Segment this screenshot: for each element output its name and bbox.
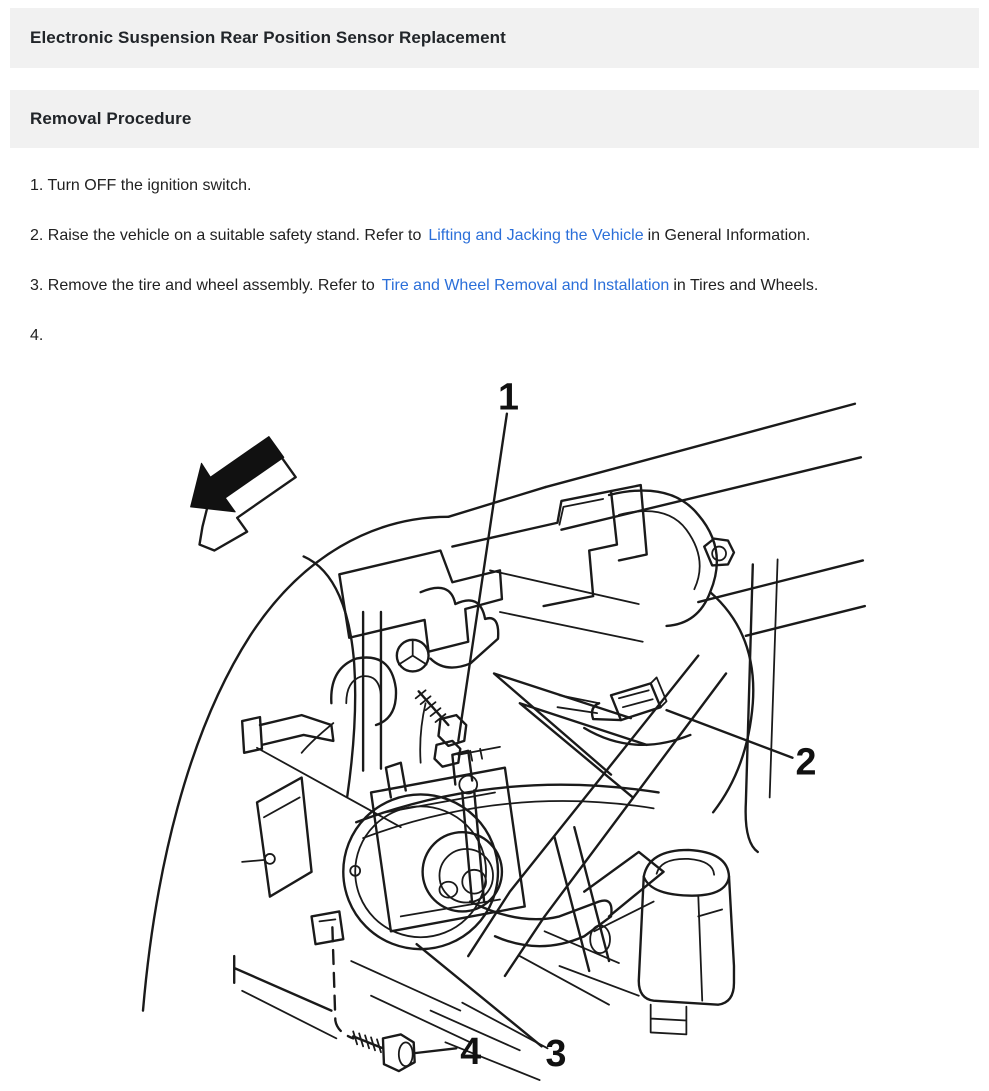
- wheel-arch-lines: [141, 485, 547, 1012]
- step-3: 3. Remove the tire and wheel assembly. R…: [30, 276, 959, 295]
- electrical-connector-drawing: [556, 676, 692, 747]
- callout-4-label: 4: [460, 1030, 481, 1072]
- position-sensor-drawing: [310, 702, 665, 951]
- sill-lines: [233, 930, 640, 1081]
- callout-1-label: 1: [498, 376, 519, 418]
- trailing-arm-lines: [467, 590, 755, 978]
- step-2-link[interactable]: Lifting and Jacking the Vehicle: [428, 227, 644, 244]
- dashed-alignment-line: [331, 926, 355, 1040]
- mounting-bracket-lines: [338, 483, 736, 772]
- callout-leader-lines: [412, 412, 794, 1055]
- callout-2-label: 2: [795, 741, 816, 783]
- hose-loop-lines: [300, 656, 398, 754]
- step-1: 1. Turn OFF the ignition switch.: [30, 176, 959, 195]
- sensor-replacement-illustration: 1 2 3 4: [0, 376, 989, 1083]
- shock-absorber-drawing: [637, 848, 736, 1036]
- section-header-bar: Removal Procedure: [10, 90, 979, 148]
- step-3-text-after: in Tires and Wheels.: [673, 277, 819, 294]
- step-4: 4.: [30, 326, 959, 345]
- procedure-steps: 1. Turn OFF the ignition switch. 2. Rais…: [0, 176, 989, 345]
- step-2-text-after: in General Information.: [647, 227, 811, 244]
- step-1-text: 1. Turn OFF the ignition switch.: [30, 177, 252, 194]
- callout-3-label: 3: [546, 1032, 567, 1074]
- cable-arc-lines: [354, 783, 660, 839]
- technical-line-drawing: 1 2 3 4: [141, 376, 867, 1081]
- section-title: Removal Procedure: [30, 109, 192, 128]
- step-3-text: 3. Remove the tire and wheel assembly. R…: [30, 277, 375, 294]
- wedge-bracket-lines: [492, 672, 648, 799]
- page-title: Electronic Suspension Rear Position Sens…: [30, 28, 506, 47]
- upper-bolt-drawing: [414, 689, 501, 768]
- step-3-link[interactable]: Tire and Wheel Removal and Installation: [381, 277, 670, 294]
- lower-bolt-drawing: [352, 1030, 416, 1073]
- direction-arrow-icon: [190, 435, 297, 552]
- service-document-page: Electronic Suspension Rear Position Sens…: [0, 8, 989, 1083]
- frame-rail-lines: [544, 402, 867, 637]
- document-title-bar: Electronic Suspension Rear Position Sens…: [10, 8, 979, 68]
- step-2: 2. Raise the vehicle on a suitable safet…: [30, 226, 959, 245]
- clip-arm-lines: [240, 713, 402, 829]
- step-2-text: 2. Raise the vehicle on a suitable safet…: [30, 227, 422, 244]
- step-4-text: 4.: [30, 327, 44, 344]
